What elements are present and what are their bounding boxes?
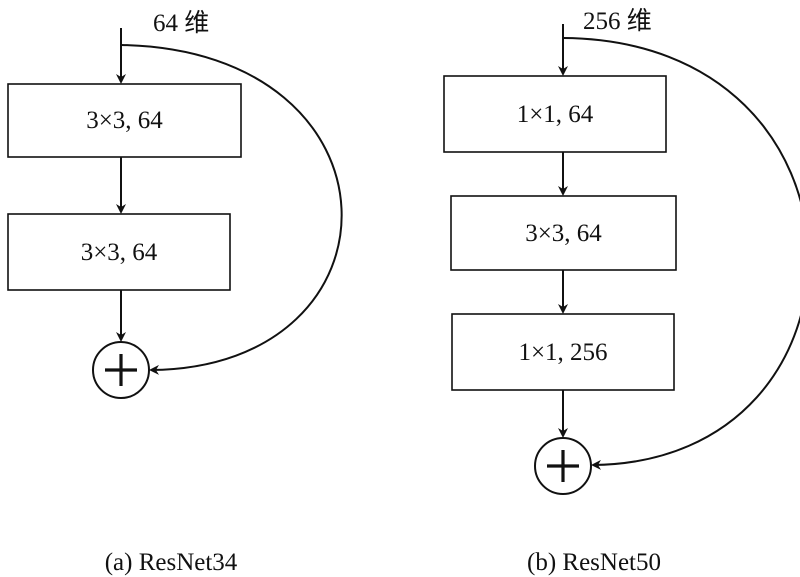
- resnet34-conv-label-1: 3×3, 64: [86, 107, 163, 134]
- resnet50-add-node: [534, 437, 592, 495]
- resnet50-block: 256 维 1×1, 64 3×3, 64 1×1, 256 (b) ResNe…: [443, 7, 800, 576]
- resnet34-conv-box-2: [7, 213, 231, 291]
- resnet34-conv-label-2: 3×3, 64: [81, 239, 158, 266]
- resnet34-add-node: [92, 341, 150, 399]
- resnet34-skip-connection: [120, 44, 343, 375]
- resnet50-skip-connection: [562, 37, 800, 470]
- resnet50-conv-box-2: [450, 195, 677, 271]
- resnet34-conv-box-1: [7, 83, 242, 158]
- resnet34-caption: (a) ResNet34: [105, 549, 238, 576]
- resnet34-input-dim-label: 64 维: [153, 9, 209, 37]
- resnet50-conv-label-2: 3×3, 64: [525, 220, 602, 247]
- resnet50-conv-label-3: 1×1, 256: [518, 339, 607, 366]
- resnet50-input-dim-label: 256 维: [583, 7, 652, 35]
- resnet50-conv-box-1: [443, 75, 667, 153]
- resnet34-block: 64 维 3×3, 64 3×3, 64 (a) ResNet34: [7, 9, 343, 576]
- resnet50-caption: (b) ResNet50: [527, 549, 661, 576]
- resnet50-conv-label-1: 1×1, 64: [517, 101, 594, 128]
